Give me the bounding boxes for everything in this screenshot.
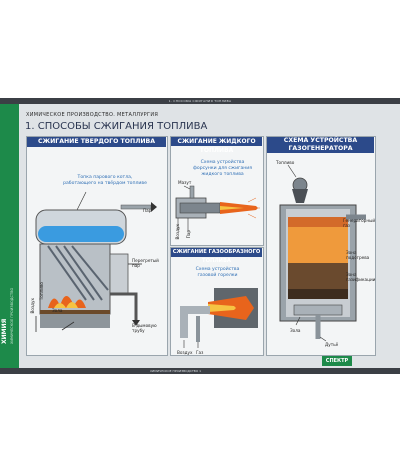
label-steam: Пар	[143, 208, 152, 213]
subject-line: ХИМИЧЕСКОЕ ПРОИЗВОДСТВО. МЕТАЛЛУРГИЯ	[26, 112, 159, 118]
liquid-caption-2: форсунки для сжигания	[192, 166, 253, 171]
top-strip-text: 1. СПОСОБЫ СЖИГАНИЯ ТОПЛИВА	[168, 99, 232, 103]
gasification-zone	[288, 263, 348, 289]
label-ash: Зола	[52, 308, 63, 313]
bottom-strip-text: ХИМИЧЕСКОЕ ПРОИЗВОДСТВО 1	[150, 369, 202, 373]
fuel-hopper	[292, 189, 308, 203]
gas-burner-diagram	[180, 288, 258, 348]
generator-header-1: СХЕМА УСТРОЙСТВА	[267, 137, 374, 145]
generator-header-2: ГАЗОГЕНЕРАТОРА	[267, 145, 374, 153]
label-flue-1: В дымовую	[132, 323, 157, 328]
side-tab: ХИМИЯ ХИМИЧЕСКОЕ ПРОИЗВОДСТВО	[0, 104, 19, 368]
label-gen-fuel: Топливо	[276, 160, 295, 165]
air-pipe	[180, 306, 210, 338]
label-air: Воздух	[30, 298, 35, 314]
nozzle-inner	[179, 202, 221, 214]
liquid-flame-core	[220, 206, 244, 210]
label-gasification-2: газификации	[346, 277, 376, 282]
burner-nozzle-diagram	[175, 185, 260, 232]
liquid-fuel-panel	[170, 136, 264, 246]
label-flue-2: трубу	[132, 328, 145, 333]
gasification-bottom	[288, 289, 348, 299]
label-superheated-2: пар	[132, 263, 140, 268]
fuel-arrow	[287, 164, 297, 178]
flue-arrow	[132, 320, 140, 326]
top-strip: 1. СПОСОБЫ СЖИГАНИЯ ТОПЛИВА	[0, 98, 400, 104]
label-fuel: Топливо	[39, 282, 44, 301]
publisher-logo: СПЕКТР	[322, 356, 352, 366]
gas-caption-1: Схема устройства	[195, 267, 240, 272]
blast-arrow	[319, 336, 327, 342]
liquid-caption-1: Схема устройства	[200, 160, 245, 165]
solid-caption-1: Топка парового котла,	[77, 175, 133, 180]
bottom-strip: ХИМИЧЕСКОЕ ПРОИЗВОДСТВО 1	[0, 368, 400, 374]
ash-bowl	[293, 304, 343, 316]
boiler-water	[38, 226, 124, 242]
label-steam-liquid: Пар	[186, 230, 191, 239]
label-heating-2: подогрева	[346, 255, 370, 260]
label-blast: Дутьё	[325, 342, 339, 347]
label-gen-gas-2: газ	[343, 223, 350, 228]
label-gen-gas-1: Генераторный	[343, 218, 376, 223]
liquid-fuel-header: СЖИГАНИЕ ЖИДКОГО ТОПЛИВА	[171, 137, 262, 154]
solid-fuel-header: СЖИГАНИЕ ТВЕРДОГО ТОПЛИВА	[27, 137, 166, 147]
superheater	[109, 253, 129, 295]
gas-flame-core	[208, 304, 236, 312]
page-title: 1. СПОСОБЫ СЖИГАНИЯ ТОПЛИВА	[25, 121, 208, 132]
boiler-diagram	[35, 191, 157, 332]
side-tab-subtitle: ХИМИЧЕСКОЕ ПРОИЗВОДСТВО	[10, 287, 14, 344]
ash-arrow	[61, 321, 75, 331]
label-heating-1: Зона	[346, 250, 357, 255]
liquid-caption-3: жидкого топлива	[201, 172, 244, 177]
gas-generator-diagram	[279, 164, 366, 342]
label-gas: Газ	[196, 350, 204, 355]
spray-lines	[247, 197, 260, 219]
solid-caption-2: работающего на твёрдом топливе	[63, 181, 147, 186]
label-gen-ash: Зола	[290, 328, 301, 333]
heating-zone	[288, 227, 348, 263]
fuel-inlet	[189, 185, 195, 199]
grate	[40, 310, 110, 314]
boiler-tubes	[47, 245, 109, 301]
flue-duct	[110, 292, 138, 320]
steam-arrow	[151, 202, 157, 212]
gas-caption-2: газовой горелки	[197, 273, 238, 278]
ash-pit	[40, 314, 110, 328]
ash-arrow-gen	[295, 316, 301, 326]
furnace-flame-core	[54, 302, 78, 308]
heating-zone-top	[288, 217, 348, 227]
label-gasification-1: Зона	[346, 272, 357, 277]
gas-fuel-header: СЖИГАНИЕ ГАЗООБРАЗНОГО ТОПЛИВА	[171, 248, 262, 264]
label-superheated-1: Перегретый	[132, 258, 159, 263]
label-fuel-oil: Мазут	[178, 180, 192, 185]
label-air-gas: Воздух	[177, 350, 193, 355]
caption-pointer	[75, 191, 87, 213]
oil-arrow	[183, 185, 191, 190]
label-air-liquid: Воздух	[175, 224, 180, 240]
